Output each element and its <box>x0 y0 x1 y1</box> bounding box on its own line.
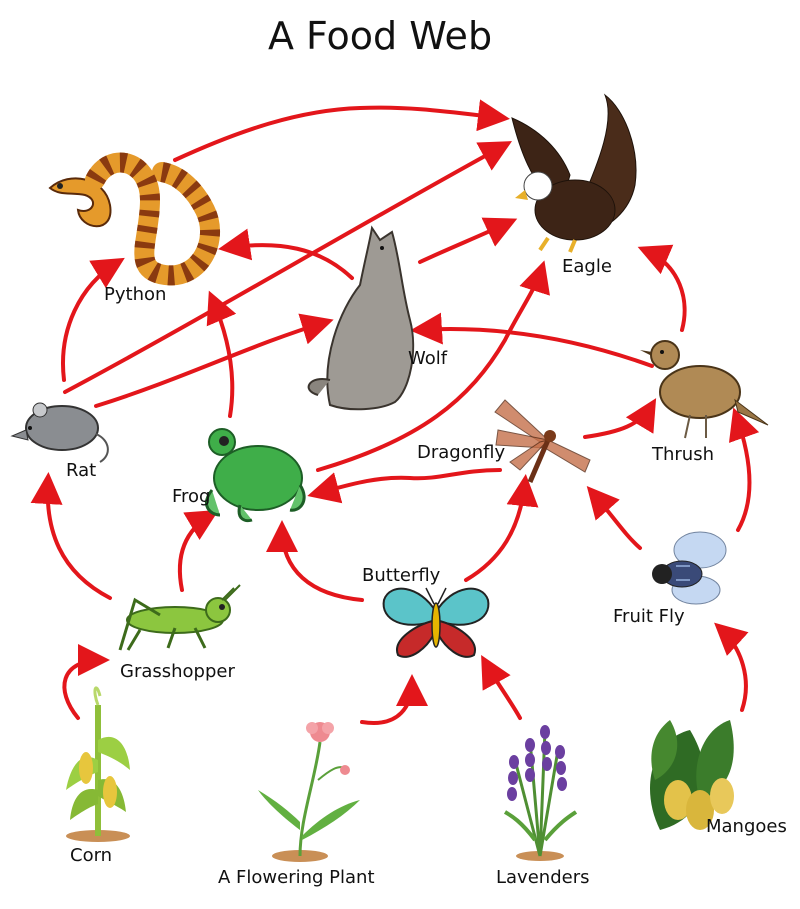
wolf-illustration <box>307 225 415 411</box>
label-mangoes: Mangoes <box>706 816 787 837</box>
label-python: Python <box>104 284 167 305</box>
arrow-grasshopper-to-frog <box>177 509 219 592</box>
fruit-fly-illustration <box>652 531 727 605</box>
arrow-python-to-eagle <box>173 99 510 162</box>
label-thrush: Thrush <box>652 444 714 465</box>
flowering-plant-illustration <box>258 722 360 862</box>
diagram-title: A Food Web <box>267 14 493 58</box>
feeding-arrows <box>30 99 760 725</box>
label-lavenders: Lavenders <box>496 867 590 888</box>
grasshopper-illustration <box>118 584 241 651</box>
label-fruit-fly: Fruit Fly <box>613 606 685 627</box>
lavenders-illustration <box>503 725 578 861</box>
arrow-butterfly-to-dragonfly <box>464 474 539 582</box>
label-wolf: Wolf <box>408 348 448 369</box>
arrow-lavenders-to-butterfly <box>481 655 522 720</box>
butterfly-illustration <box>382 587 490 658</box>
arrow-butterfly-to-frog <box>266 520 364 602</box>
arrow-rat-to-python <box>61 257 125 382</box>
label-frog: Frog <box>172 486 211 507</box>
arrow-dragonfly-to-frog <box>307 468 502 504</box>
frog-illustration <box>205 428 306 523</box>
arrow-frog-to-eagle <box>316 260 550 472</box>
label-grasshopper: Grasshopper <box>120 661 235 682</box>
corn-illustration <box>66 686 130 842</box>
python-illustration <box>48 152 220 286</box>
arrow-mangoes-to-fruit-fly <box>714 622 749 712</box>
arrow-thrush-to-eagle <box>637 244 687 332</box>
arrow-rat-to-wolf <box>94 313 334 408</box>
arrow-fruit-fly-to-thrush <box>728 407 760 532</box>
rat-illustration <box>10 402 109 463</box>
eagle-illustration <box>511 93 637 253</box>
label-flowering-plant: A Flowering Plant <box>218 867 375 888</box>
arrow-dragonfly-to-thrush <box>583 398 657 439</box>
label-butterfly: Butterfly <box>362 565 441 586</box>
arrow-flowering-plant-to-butterfly <box>360 674 428 725</box>
label-rat: Rat <box>66 460 97 481</box>
arrow-grasshopper-to-rat <box>30 472 112 600</box>
thrush-illustration <box>640 340 769 439</box>
arrow-wolf-to-python <box>218 228 354 280</box>
dragonfly-illustration <box>494 399 591 483</box>
label-eagle: Eagle <box>562 256 612 277</box>
mangoes-illustration <box>650 720 734 830</box>
label-dragonfly: Dragonfly <box>417 442 506 463</box>
label-corn: Corn <box>70 845 113 866</box>
arrow-thrush-to-wolf <box>410 312 654 368</box>
arrow-wolf-to-eagle <box>418 217 518 264</box>
arrow-fruit-fly-to-dragonfly <box>586 485 642 550</box>
arrow-rat-to-eagle <box>63 141 513 394</box>
arrow-frog-to-python <box>206 290 237 418</box>
arrow-corn-to-grasshopper <box>62 644 110 720</box>
